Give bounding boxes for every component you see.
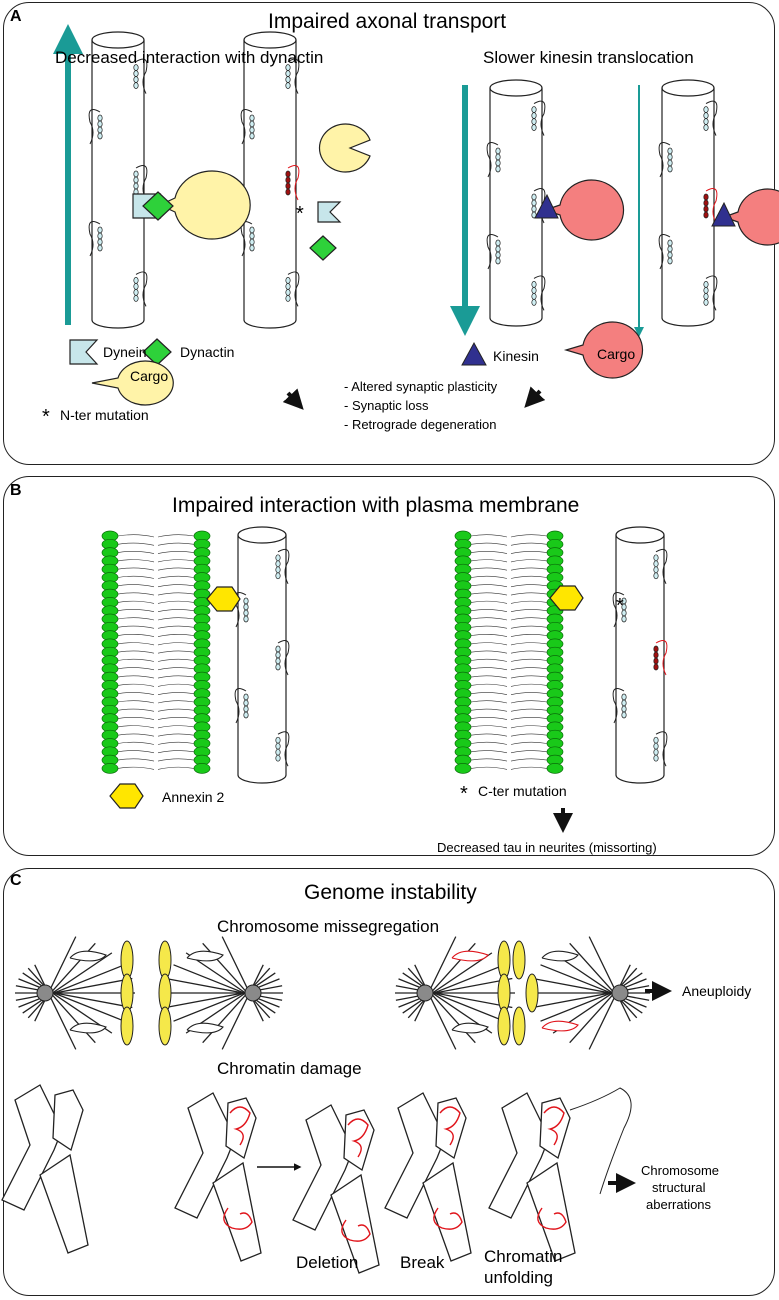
kinetochore: [158, 973, 172, 1013]
kinetochore: [497, 940, 511, 980]
chromosomes: [1, 1084, 632, 1274]
label-unfolding-2: unfolding: [484, 1268, 554, 1287]
chromatid: [451, 1022, 489, 1034]
label-unfolding-1: Chromatin: [484, 1247, 563, 1266]
panel-c-letter: C: [10, 872, 22, 889]
legend-annexin-shape: [109, 783, 144, 809]
spindles: [15, 936, 650, 1050]
chromatid: [69, 1022, 107, 1034]
chromosome-deletion: [292, 1104, 380, 1274]
dynein-free: [317, 201, 342, 223]
kinetochore: [158, 940, 172, 980]
effect-arrow-left: [282, 388, 304, 410]
dynactin-free: [309, 235, 337, 261]
panel-a-left-subtitle: Decreased interaction with dynactin: [55, 48, 324, 67]
chromatid: [69, 950, 107, 962]
aberration-2: structural: [652, 1180, 706, 1195]
legend-dynactin-label: Dynactin: [180, 344, 235, 360]
mutation-asterisk: *: [296, 203, 304, 225]
unfolded-chromatin: [569, 1087, 632, 1195]
chromosome-damaged: [174, 1092, 262, 1262]
chromatin-damage-subtitle: Chromatin damage: [217, 1059, 362, 1078]
cter-mutation-note: C-ter mutation: [478, 783, 567, 799]
kinetochore: [120, 973, 134, 1013]
microtubule-2: [240, 31, 300, 329]
chromatid: [186, 1022, 224, 1034]
kinetochore: [120, 1006, 134, 1046]
panel-a-letter: A: [10, 8, 22, 25]
chromosome-normal: [1, 1084, 89, 1254]
effect-3: - Retrograde degeneration: [344, 417, 497, 432]
spindle-pole-3: [395, 936, 515, 1050]
panel-b-title: Impaired interaction with plasma membran…: [172, 494, 580, 517]
annexin-bound-1: [206, 586, 241, 612]
microtubule-3: [486, 79, 546, 327]
kinetochore: [525, 973, 539, 1013]
chromosome-break: [384, 1092, 472, 1262]
kinetochore: [158, 1006, 172, 1046]
panel-a-title: Impaired axonal transport: [268, 10, 507, 33]
chromatid: [451, 950, 489, 962]
kinetochore: [120, 940, 134, 980]
kinetochore: [512, 1006, 526, 1046]
legend-kinesin-label: Kinesin: [493, 348, 539, 364]
cargo-red-2: [722, 188, 779, 246]
legend-cargo-red-label: Cargo: [597, 346, 636, 362]
label-break: Break: [400, 1253, 445, 1272]
legend-cargo-shape: [91, 360, 174, 406]
legend-asterisk: *: [42, 406, 50, 428]
legend-cargo-red-shape: [563, 321, 644, 379]
legend-annexin-label: Annexin 2: [162, 789, 225, 805]
kinesin-1: [534, 193, 559, 219]
missorting-note: Decreased tau in neurites (missorting): [437, 840, 657, 855]
microtubule-b: [234, 526, 668, 784]
effect-2: - Synaptic loss: [344, 398, 429, 413]
legend-cter-asterisk: *: [460, 783, 468, 805]
legend-cargo-label: Cargo: [130, 368, 169, 384]
effect-arrow-right: [524, 386, 546, 408]
microtubule-1: [88, 31, 148, 329]
kinetochore: [497, 1006, 511, 1046]
legend-dynein-label: Dynein: [103, 344, 147, 360]
spindle-pole-4: [530, 936, 650, 1050]
panel-c: [3, 868, 775, 1296]
cargo-free: [318, 123, 371, 173]
chromatid: [541, 1020, 579, 1032]
missegregation-subtitle: Chromosome missegregation: [217, 917, 440, 936]
cter-asterisk: *: [616, 595, 624, 617]
chromatid: [541, 950, 579, 962]
label-deletion: Deletion: [296, 1253, 359, 1272]
microtubule-5: [234, 526, 290, 784]
aberration-1: Chromosome: [641, 1163, 720, 1178]
chromatid: [186, 950, 224, 962]
bilayer-1: [101, 530, 211, 774]
panel-b-letter: B: [10, 482, 22, 499]
spindle-pole-2: [163, 936, 283, 1050]
kinesin-2: [711, 201, 736, 227]
lipid-bilayers: [101, 530, 564, 774]
mutation-note: N-ter mutation: [60, 407, 149, 423]
microtubule-4: [658, 79, 718, 327]
kinetochore: [512, 940, 526, 980]
legend-dynein-shape: [69, 339, 99, 365]
bilayer-2: [454, 530, 564, 774]
effect-1: - Altered synaptic plasticity: [344, 379, 498, 394]
panel-c-title: Genome instability: [304, 881, 477, 904]
kinetochore: [497, 973, 511, 1013]
cargo-red-1: [543, 179, 625, 241]
panel-a-right-subtitle: Slower kinesin translocation: [483, 48, 694, 67]
microtubule-6: [612, 526, 668, 784]
microtubule-a: [88, 31, 718, 329]
cargo-bound: [158, 170, 251, 240]
chromosome-unfolding: [488, 1092, 576, 1262]
legend-kinesin-shape: [461, 341, 487, 366]
aberration-3: aberrations: [646, 1197, 712, 1212]
aneuploidy-label: Aneuploidy: [682, 983, 752, 999]
dynactin-bound: [142, 191, 174, 221]
annexin-bound-2: [549, 585, 584, 611]
